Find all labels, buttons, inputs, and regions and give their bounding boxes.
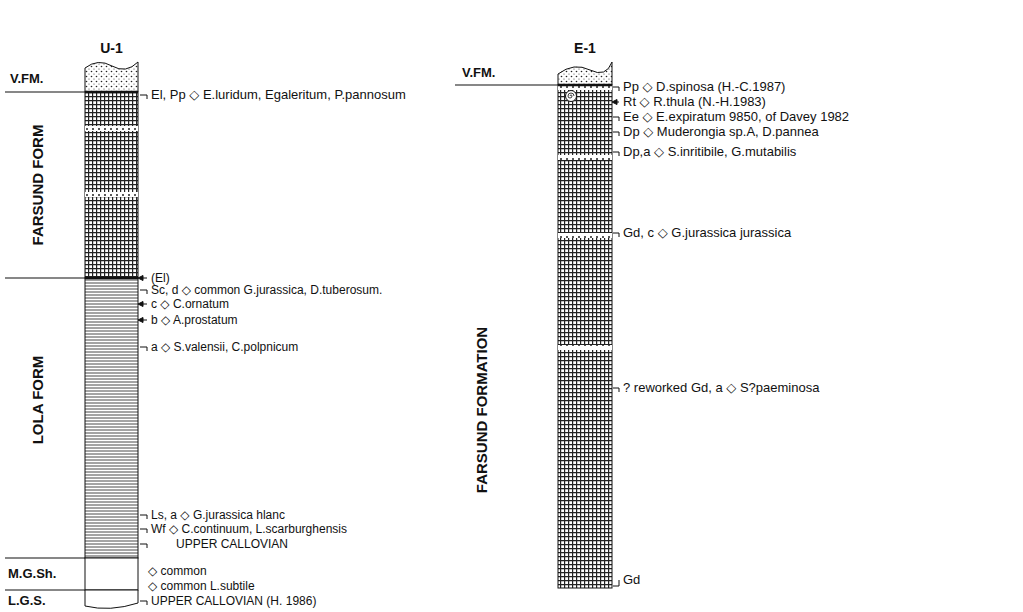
zone-label: ◇ common L.subtile bbox=[148, 579, 255, 593]
formation-label: L.G.S. bbox=[8, 594, 46, 608]
formation-label: V.FM. bbox=[10, 72, 43, 86]
zone-label: Rt ◇ R.thula (N.-H.1983) bbox=[623, 95, 766, 109]
arrow-marker-e1 bbox=[612, 100, 619, 105]
zone-label: Dp,a ◇ S.inritibile, G.mutabilis bbox=[623, 145, 796, 159]
zone-label: Gd, c ◇ G.jurassica jurassica bbox=[623, 226, 791, 240]
well-u1-column bbox=[85, 62, 138, 608]
well-column: E-1 bbox=[558, 40, 612, 56]
zone-label: Ls, a ◇ G.jurassica hlanc bbox=[151, 508, 285, 522]
well-e1-column bbox=[558, 62, 612, 588]
well-heading: U-1 bbox=[85, 40, 138, 56]
formation-label: FARSUND FORM bbox=[31, 125, 45, 246]
well-column: U-1 bbox=[85, 40, 138, 56]
zone-label: Dp ◇ Muderongia sp.A, D.pannea bbox=[623, 125, 819, 139]
zone-label: ◇ common bbox=[148, 564, 207, 578]
formation-label: V.FM. bbox=[462, 66, 495, 80]
zone-label: Wf ◇ C.continuum, L.scarburghensis bbox=[151, 522, 347, 536]
zone-label: Gd bbox=[623, 573, 640, 587]
zone-label: b ◇ A.prostatum bbox=[151, 313, 238, 327]
arrow-markers-u1 bbox=[138, 276, 147, 323]
formation-label: FARSUND FORMATION bbox=[475, 327, 489, 493]
leader-ticks-e1 bbox=[613, 87, 619, 586]
zone-label: c ◇ C.ornatum bbox=[151, 297, 229, 311]
zone-label: El, Pp ◇ E.luridum, Egaleritum, P.pannos… bbox=[151, 88, 406, 102]
zone-label: Pp ◇ D.spinosa (H.-C.1987) bbox=[623, 80, 785, 94]
age-label: UPPER CALLOVIAN bbox=[176, 537, 288, 551]
zone-label: (El) bbox=[151, 271, 170, 285]
formation-boundaries-u1 bbox=[5, 92, 85, 590]
formation-boundary-e1 bbox=[455, 84, 558, 85]
age-label: UPPER CALLOVIAN (H. 1986) bbox=[151, 594, 316, 608]
ammonite-symbol bbox=[566, 91, 577, 102]
zone-label: ? reworked Gd, a ◇ S?paeminosa bbox=[623, 381, 819, 395]
formation-label: M.G.Sh. bbox=[8, 567, 56, 581]
leader-ticks-u1 bbox=[140, 95, 147, 605]
well-heading: E-1 bbox=[558, 40, 612, 56]
zone-label: Sc, d ◇ common G.jurassica, D.tuberosum. bbox=[151, 283, 382, 297]
zone-label: a ◇ S.valensii, C.polpnicum bbox=[151, 340, 298, 354]
zone-label: Ee ◇ E.expiratum 9850, of Davey 1982 bbox=[623, 110, 849, 124]
formation-label: LOLA FORM bbox=[31, 356, 45, 445]
